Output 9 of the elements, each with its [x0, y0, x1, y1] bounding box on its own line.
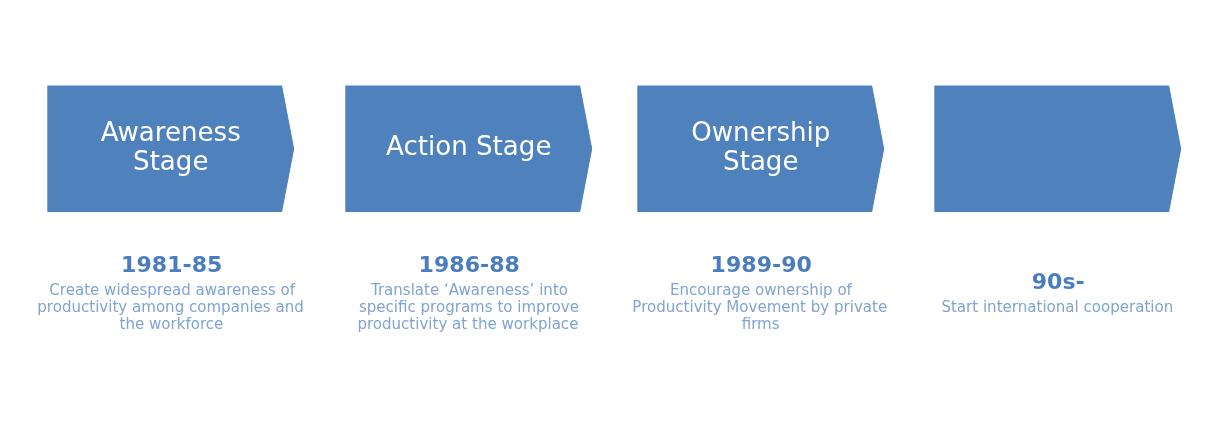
node-label: 90s- [1031, 268, 1085, 294]
node-label: Translate ‘Awareness’ into specific programs to improve productivity at the workplace [357, 281, 579, 334]
node-label: Encourage ownership of Productivity Movement by private firms [632, 281, 888, 334]
node-label: 1981-85 [121, 251, 223, 277]
node-label: Start international cooperation [941, 298, 1174, 317]
node-chevron [934, 85, 1182, 212]
node-label: 1986-88 [418, 251, 520, 277]
node-label: 1989-90 [710, 251, 812, 277]
node-label: Create widespread awareness of productivity among companies and the workforce [37, 281, 304, 334]
